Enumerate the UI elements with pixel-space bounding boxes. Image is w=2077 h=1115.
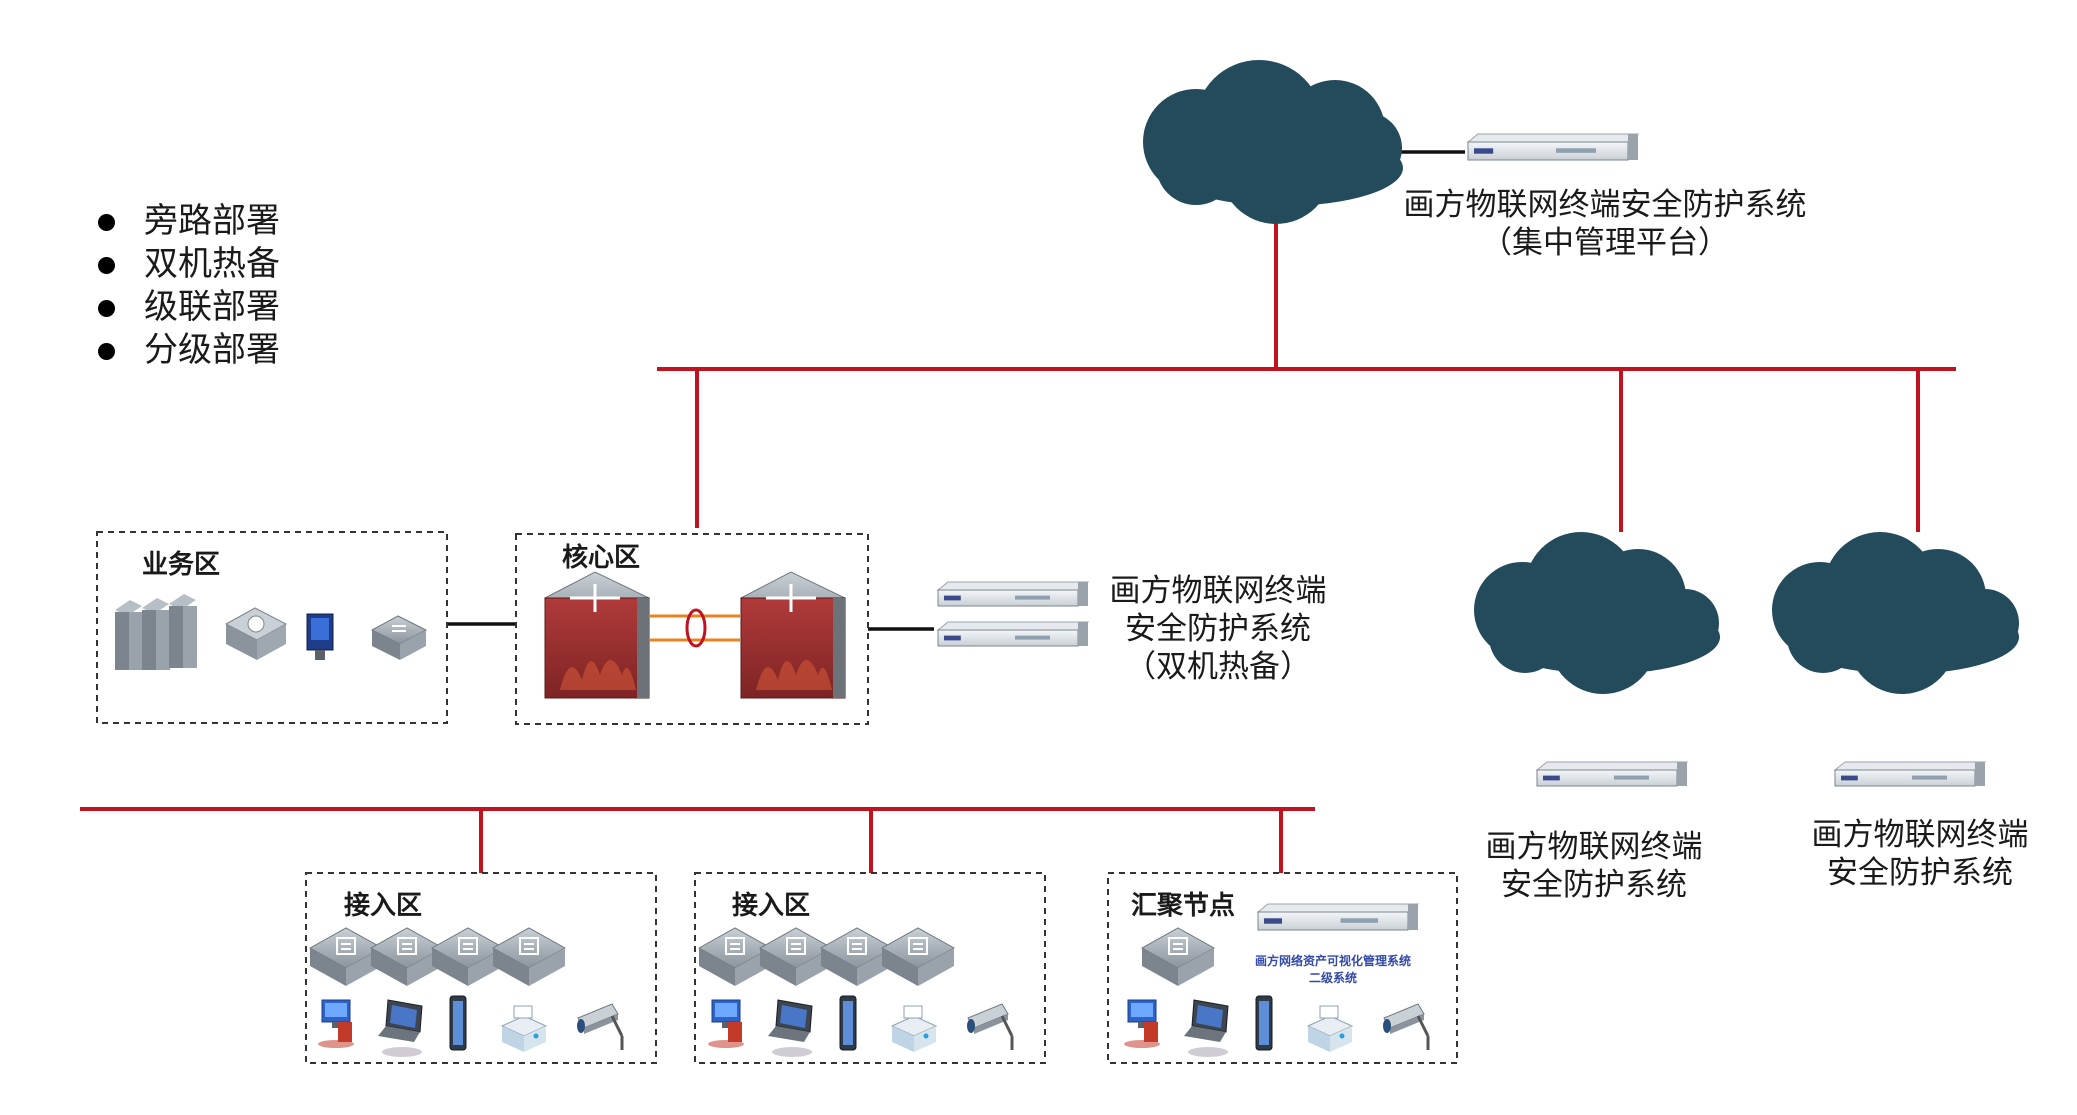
- core-zone-title: 核心区: [562, 543, 641, 573]
- camera-icon: [577, 1003, 624, 1050]
- heartbeat-link: [650, 614, 740, 642]
- branch-1-caption: 画方物联网终端 安全防护系统: [1474, 828, 1714, 904]
- camera-icon: [967, 1003, 1014, 1050]
- link-aggregation-ring: [685, 608, 707, 648]
- bullet-item: 分级部署: [92, 329, 280, 372]
- laptop-icon: [768, 999, 813, 1057]
- access-switch-icon: [370, 615, 428, 660]
- server-appliance-icon: [936, 621, 1090, 647]
- bullet-item: 旁路部署: [92, 200, 280, 243]
- cloud-icon: [1143, 60, 1403, 224]
- server-appliance-icon: [1256, 903, 1420, 931]
- caption-line: 安全防护系统: [1125, 611, 1311, 647]
- cloud-icon: [1474, 532, 1720, 694]
- printer-icon: [500, 1005, 548, 1052]
- caption-line: 画方物联网终端: [1109, 573, 1327, 609]
- access-zone-1-title: 接入区: [344, 891, 423, 921]
- access-switch-icon: [880, 927, 956, 986]
- aggregation-zone-box: [1107, 872, 1458, 1064]
- pc-icon: [708, 999, 744, 1048]
- access-switch-icon: [819, 927, 895, 986]
- access-switch-icon: [308, 927, 384, 986]
- server-appliance-icon: [1535, 761, 1689, 787]
- access-switch-icon: [1140, 927, 1216, 986]
- link-lines: [447, 150, 1465, 631]
- tablet-icon: [839, 995, 857, 1051]
- server-appliance-icon: [1466, 133, 1640, 161]
- access-zone-1-box: [305, 872, 657, 1064]
- monitor-icon: [306, 613, 334, 660]
- business-zone-box: [96, 531, 448, 724]
- access-zone-2-title: 接入区: [732, 891, 811, 921]
- pc-icon: [318, 999, 354, 1048]
- caption-line: 二级系统: [1308, 971, 1357, 985]
- camera-icon: [1383, 1003, 1430, 1050]
- storage-device-icon: [224, 607, 288, 660]
- caption-line: 画方网络资产可视化管理系统: [1254, 954, 1411, 968]
- access-zone-2-box: [694, 872, 1046, 1064]
- pc-icon: [1124, 999, 1160, 1048]
- caption-line: （双机热备）: [1125, 649, 1311, 685]
- network-lines: [80, 208, 1956, 873]
- server-rack-icon: [115, 594, 197, 670]
- core-switch-firewall-icon: [543, 571, 651, 699]
- business-zone-title: 业务区: [142, 550, 221, 580]
- printer-icon: [1306, 1005, 1354, 1052]
- caption-line: 画方物联网终端: [1485, 829, 1703, 865]
- bullet-item: 双机热备: [92, 243, 280, 286]
- server-appliance-icon: [1833, 761, 1987, 787]
- laptop-icon: [378, 999, 423, 1057]
- caption-line: 安全防护系统: [1501, 867, 1687, 903]
- tablet-icon: [1255, 995, 1273, 1051]
- laptop-icon: [1184, 999, 1229, 1057]
- caption-line: 安全防护系统: [1827, 855, 2013, 891]
- core-server-caption: 画方物联网终端 安全防护系统 （双机热备）: [1098, 572, 1338, 686]
- printer-icon: [890, 1005, 938, 1052]
- top-server-caption: 画方物联网终端安全防护系统 （集中管理平台）: [1395, 186, 1815, 262]
- core-switch-firewall-icon: [739, 571, 847, 699]
- bullet-item: 级联部署: [92, 286, 280, 329]
- caption-line: 画方物联网终端安全防护系统: [1403, 187, 1807, 223]
- server-appliance-icon: [936, 581, 1090, 607]
- caption-line: （集中管理平台）: [1481, 225, 1729, 261]
- access-switch-icon: [491, 927, 567, 986]
- core-zone-box: [515, 533, 869, 725]
- aggregation-server-caption: 画方网络资产可视化管理系统 二级系统: [1248, 953, 1418, 987]
- cloud-icon: [1772, 532, 2019, 694]
- aggregation-zone-title: 汇聚节点: [1131, 891, 1236, 921]
- branch-2-caption: 画方物联网终端 安全防护系统: [1800, 816, 2040, 892]
- tablet-icon: [449, 995, 467, 1051]
- caption-line: 画方物联网终端: [1811, 817, 2029, 853]
- deployment-mode-list: 旁路部署 双机热备 级联部署 分级部署: [92, 200, 280, 372]
